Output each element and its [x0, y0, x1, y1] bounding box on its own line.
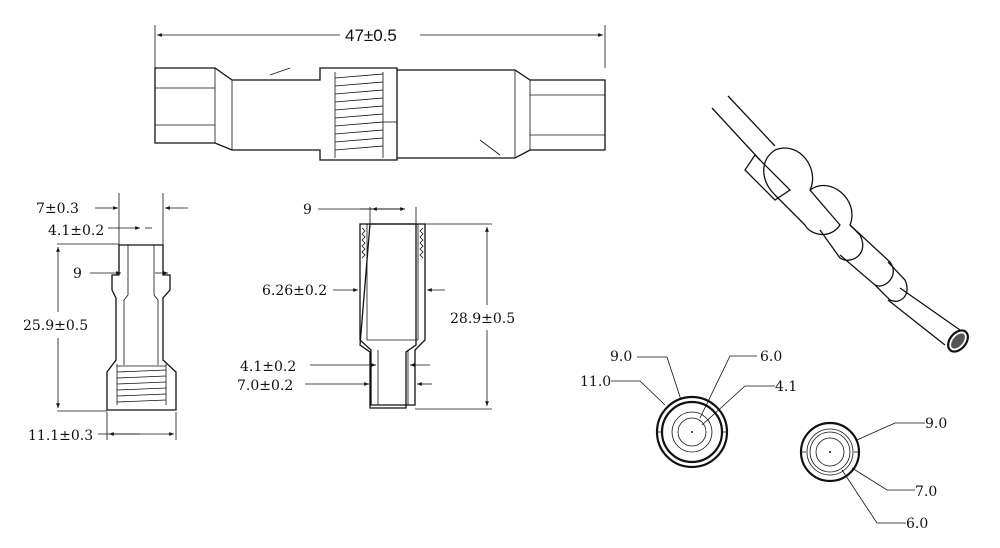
lower-outer-dim: 7.0±0.2: [237, 378, 293, 394]
end-left-dim-4-1: 4.1: [775, 379, 797, 395]
inner-dim: 6.26±0.2: [262, 283, 327, 299]
height-dim: 28.9±0.5: [450, 311, 515, 327]
overall-length-dim: 47±0.5: [345, 26, 397, 45]
internal-thread: [116, 364, 167, 405]
end-left-dim-9: 9.0: [610, 349, 632, 365]
end-view-right: 9.0 7.0 6.0: [799, 416, 947, 532]
base-width-dim: 11.1±0.3: [28, 428, 93, 444]
outer-top-dim: 7±0.3: [36, 201, 79, 217]
isometric-view: [711, 95, 969, 353]
end-left-dim-6: 6.0: [760, 349, 782, 365]
thread-width-dim: 9: [73, 266, 82, 282]
left-part-view: 7±0.3 4.1±0.2 9 25.9±0.5 11.1±0.3: [23, 193, 188, 444]
right-part-view: 9 6.26±0.2 28.9±0.5 4.1±0.2 7.0±0.2: [237, 202, 515, 410]
assembly-side-view: 47±0.5: [154, 25, 606, 161]
end-right-dim-7: 7.0: [915, 484, 937, 500]
inner-bore-dim: 4.1±0.2: [48, 223, 104, 239]
thread-hatching: [334, 72, 384, 158]
end-view-left: 9.0 11.0 6.0 4.1: [580, 349, 797, 469]
top-width-dim: 9: [303, 202, 312, 218]
end-right-dim-6: 6.0: [906, 516, 928, 532]
end-left-dim-11: 11.0: [580, 374, 611, 390]
height-dim: 25.9±0.5: [23, 318, 88, 334]
lower-bore-dim: 4.1±0.2: [240, 359, 296, 375]
end-right-dim-9: 9.0: [925, 416, 947, 432]
